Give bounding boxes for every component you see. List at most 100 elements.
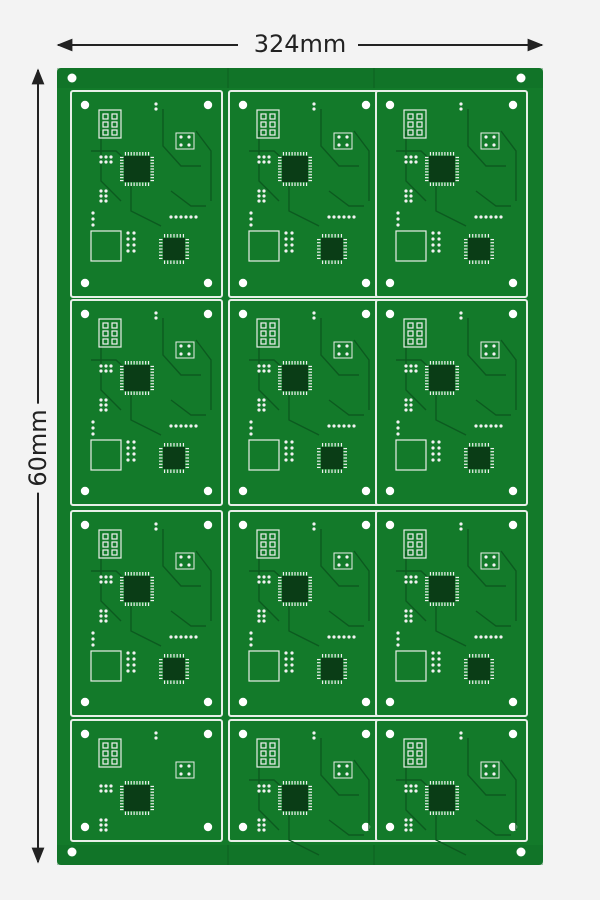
passive-pad	[414, 789, 418, 793]
secondary-chip-pin	[343, 457, 347, 459]
passive-pad	[126, 663, 130, 667]
mcu-chip-pin	[425, 591, 429, 593]
passive-pad	[126, 446, 130, 450]
secondary-chip-body	[468, 658, 490, 680]
passive-pad	[99, 818, 103, 822]
mcu-chip-pin	[278, 380, 282, 382]
mounting-hole	[238, 486, 248, 496]
passive-pad	[262, 823, 266, 827]
secondary-chip-pin	[317, 254, 321, 256]
mcu-chip-pin	[447, 152, 449, 156]
smd-pad	[179, 143, 183, 147]
passive-pad	[262, 403, 266, 407]
mcu-chip-pin	[147, 781, 150, 785]
via	[396, 426, 400, 430]
mounting-hole	[238, 822, 248, 832]
mcu-chip-pin	[432, 361, 434, 365]
pcb-board-2	[228, 90, 381, 298]
header-pin	[260, 549, 267, 556]
secondary-chip-pin	[176, 443, 178, 447]
mcu-chip-pin	[288, 152, 290, 156]
secondary-chip-pin	[185, 245, 189, 247]
mcu-chip-pin	[425, 165, 429, 167]
passive-pad	[262, 160, 266, 164]
secondary-chip-pin	[317, 671, 321, 673]
mcu-chip-pin	[455, 365, 459, 368]
smd-pad	[179, 772, 183, 776]
passive-pad	[126, 243, 130, 247]
secondary-chip-pin	[185, 251, 189, 253]
mcu-chip-pin	[150, 368, 154, 370]
copper-trace	[405, 131, 427, 202]
mcu-chip-pin	[285, 152, 287, 156]
passive-pad	[284, 452, 288, 456]
mcu-chip-pin	[435, 152, 437, 156]
secondary-chip-pin	[487, 260, 490, 264]
mcu-chip-pin	[425, 579, 429, 581]
secondary-chip-pin	[182, 654, 185, 658]
smd-pad	[484, 772, 488, 776]
passive-pad	[431, 231, 435, 235]
secondary-chip-pin	[317, 447, 321, 450]
passive-pad	[104, 823, 108, 827]
mcu-chip-pin	[120, 383, 124, 385]
passive-pad	[437, 657, 441, 661]
copper-trace	[328, 819, 364, 836]
passive-pad	[267, 369, 271, 373]
mcu-chip-pin	[455, 386, 459, 388]
mcu-chip-pin	[130, 391, 132, 395]
passive-pad	[132, 446, 136, 450]
mcu-chip-pin	[150, 380, 154, 382]
via	[249, 420, 253, 424]
mcu-chip-pin	[145, 152, 147, 156]
passive-pad	[99, 155, 103, 159]
secondary-chip-pin	[170, 260, 172, 264]
secondary-chip-pin	[317, 674, 321, 676]
mcu-chip-pin	[429, 811, 432, 815]
mcu-chip-pin	[150, 159, 154, 161]
mcu-chip-pin	[127, 391, 129, 395]
copper-trace	[100, 340, 122, 411]
mcu-chip-pin	[305, 602, 308, 606]
mcu-chip-pin	[145, 361, 147, 365]
module-outline	[248, 439, 280, 471]
passive-pad	[290, 669, 294, 673]
passive-pad	[99, 580, 103, 584]
mcu-chip-pin	[425, 374, 429, 376]
mcu-chip-pin	[455, 791, 459, 793]
mcu-chip-pin	[150, 808, 154, 811]
mcu-chip-pin	[142, 811, 144, 815]
component-outline	[333, 132, 353, 150]
mcu-chip-pin	[444, 182, 446, 186]
via	[154, 736, 158, 740]
copper-trace	[288, 815, 320, 856]
pcb-board-3	[375, 90, 528, 298]
mcu-chip-pin	[150, 168, 154, 170]
mcu-chip-pin	[435, 811, 437, 815]
via	[91, 420, 95, 424]
passive-pad	[404, 398, 408, 402]
mcu-chip-pin	[294, 182, 296, 186]
mcu-chip-pin	[136, 152, 138, 156]
mcu-chip-pin	[288, 602, 290, 606]
secondary-chip-pin	[490, 451, 494, 453]
passive-pad	[262, 155, 266, 159]
copper-trace	[170, 399, 206, 416]
header-outline	[403, 738, 427, 768]
mcu-chip-pin	[425, 177, 429, 179]
secondary-chip-pin	[468, 469, 471, 473]
passive-pad	[257, 403, 261, 407]
secondary-chip-pin	[159, 248, 163, 250]
mcu-chip-pin	[124, 602, 127, 606]
mcu-chip-pin	[297, 781, 299, 785]
secondary-chip-pin	[159, 242, 163, 244]
header-pin	[102, 121, 109, 128]
passive-pad	[431, 237, 435, 241]
secondary-chip-pin	[484, 469, 486, 473]
mcu-chip-pin	[120, 594, 124, 596]
secondary-chip-pin	[182, 260, 185, 264]
mcu-chip-pin	[294, 572, 296, 576]
mcu-chip-pin	[278, 374, 282, 376]
secondary-chip-pin	[317, 251, 321, 253]
mcu-chip-pin	[120, 808, 124, 811]
